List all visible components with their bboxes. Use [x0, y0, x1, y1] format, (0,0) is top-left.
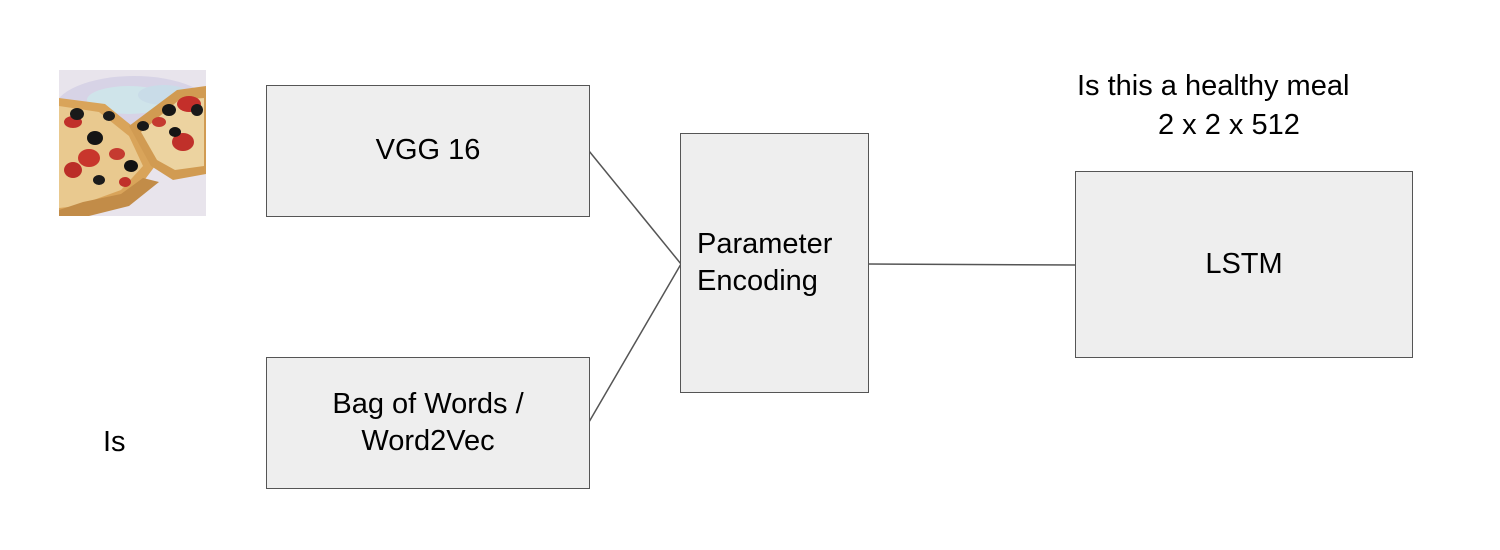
pizza-photo: [59, 70, 206, 216]
bag-of-words-line2: Word2Vec: [361, 425, 495, 457]
parameter-encoding-node: Parameter Encoding: [680, 133, 869, 393]
shape-text: 2 x 2 x 512: [1158, 109, 1300, 141]
bag-of-words-line1: Bag of Words /: [332, 387, 524, 420]
input-word-text: Is: [103, 426, 126, 458]
question-text: Is this a healthy meal: [1077, 70, 1350, 102]
edge-encoding-to-lstm: [867, 263, 1077, 266]
edge-vgg-to-encoding: [588, 150, 682, 265]
parameter-encoding-text: Parameter Encoding: [697, 226, 832, 300]
edge-bow-to-encoding: [588, 263, 682, 423]
parameter-encoding-line2: Encoding: [697, 265, 818, 297]
lstm-node: LSTM: [1075, 171, 1413, 358]
parameter-encoding-line1: Parameter: [697, 227, 833, 260]
vgg16-node: VGG 16: [266, 85, 590, 217]
lstm-label: LSTM: [1205, 247, 1283, 280]
vgg16-label: VGG 16: [375, 134, 481, 167]
bag-of-words-node: Bag of Words / Word2Vec: [266, 357, 590, 489]
bag-of-words-text: Bag of Words / Word2Vec: [332, 386, 523, 460]
